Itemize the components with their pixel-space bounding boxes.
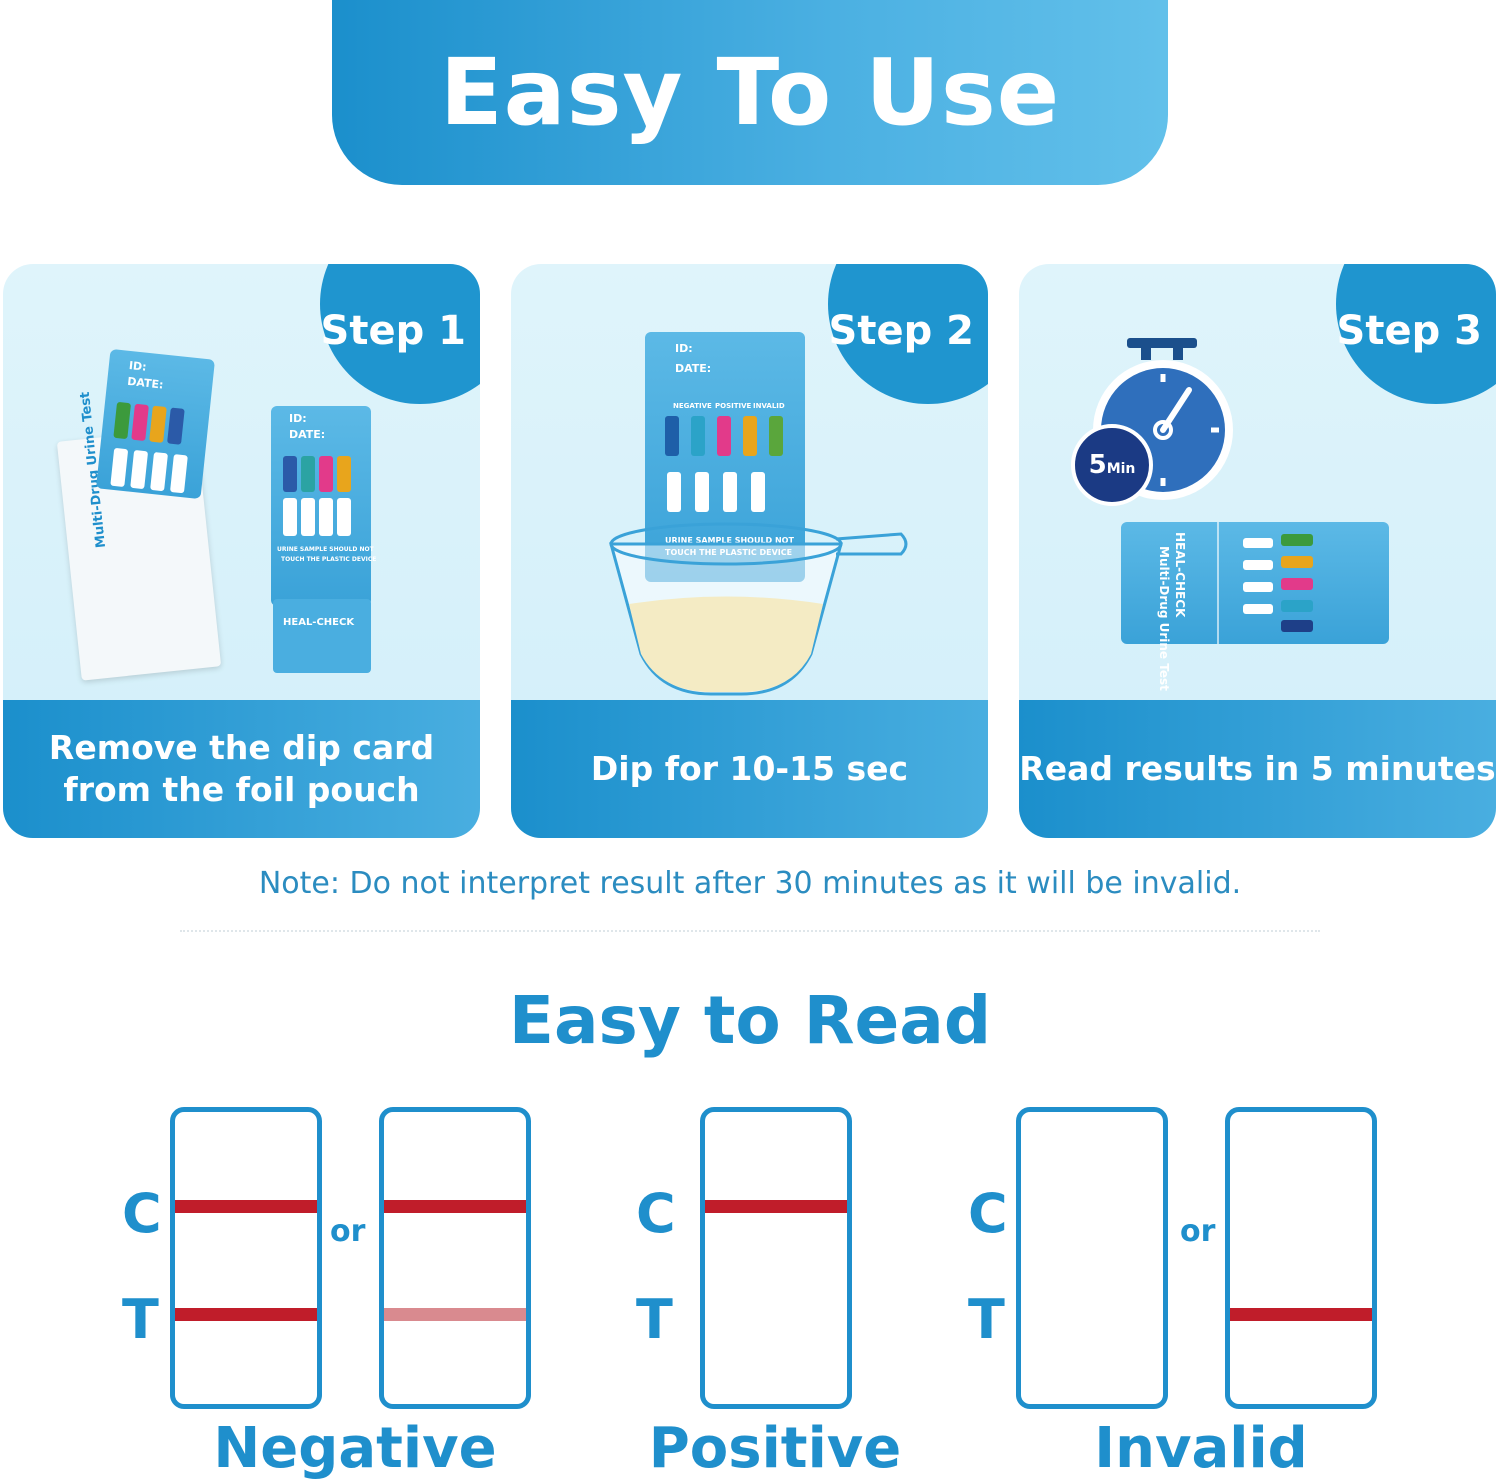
caption-line: Dip for 10-15 sec <box>590 749 909 788</box>
card-package: HEAL-CHECK <box>273 599 371 673</box>
step-badge-label: Step 1 <box>320 308 466 354</box>
faint-test-line <box>384 1308 526 1321</box>
invalid-label: INVALID <box>753 402 785 410</box>
step-caption: Remove the dip card from the foil pouch <box>3 700 480 838</box>
card-date-label: DATE: <box>126 374 165 392</box>
control-line <box>705 1200 847 1213</box>
card-date-label: DATE: <box>289 428 326 441</box>
note-text: Note: Do not interpret result after 30 m… <box>258 866 1242 901</box>
test-line <box>175 1308 317 1321</box>
cassette-negative-b <box>379 1107 531 1409</box>
timer-badge: 5 Min <box>1071 424 1153 506</box>
dip-card-icon: ID: DATE: URINE SAMPLE SHOULD NOT TOUCH … <box>271 406 376 606</box>
urine-cup-icon <box>609 522 908 696</box>
card-id-label: ID: <box>128 358 148 374</box>
t-label: T <box>122 1288 159 1351</box>
c-label: C <box>968 1182 1008 1245</box>
cassette-positive <box>700 1107 852 1409</box>
step-card-1: Step 1 Multi-Drug Urine Test ID: DATE: I… <box>3 264 480 838</box>
read-title: Easy to Read <box>508 982 992 1059</box>
step-badge-label: Step 3 <box>1336 308 1482 354</box>
timer-value: 5 <box>1088 450 1107 480</box>
step-caption: Read results in 5 minutes <box>1019 700 1496 838</box>
caption-line: Read results in 5 minutes <box>1019 749 1496 788</box>
timer-unit: Min <box>1106 461 1136 477</box>
or-label: or <box>1180 1214 1216 1249</box>
control-line <box>175 1200 317 1213</box>
card-id-label: ID: <box>289 412 307 425</box>
control-line <box>384 1200 526 1213</box>
c-label: C <box>122 1182 162 1245</box>
step-card-3: Step 3 5 Min Multi-Drug Urine Test HEAL-… <box>1019 264 1496 838</box>
warning-text: URINE SAMPLE SHOULD NOT <box>665 536 794 545</box>
cassette-negative-a <box>170 1107 322 1409</box>
step-card-2: Step 2 ID: DATE: NEGATIVE POSITIVE INVAL… <box>511 264 988 838</box>
positive-label: POSITIVE <box>715 402 752 410</box>
divider <box>180 930 1320 932</box>
test-line <box>1230 1308 1372 1321</box>
result-label-positive: Positive <box>648 1416 902 1481</box>
card-date-label: DATE: <box>675 362 712 375</box>
brand-label: HEAL-CHECK <box>283 617 355 628</box>
step-caption: Dip for 10-15 sec <box>511 700 988 838</box>
dip-card-icon: ID: DATE: <box>95 348 216 500</box>
t-label: T <box>636 1288 673 1351</box>
cassette-invalid-b <box>1225 1107 1377 1409</box>
brand-label: HEAL-CHECK <box>1173 532 1187 618</box>
c-label: C <box>636 1182 676 1245</box>
cassette-invalid-a <box>1016 1107 1168 1409</box>
warning-text: TOUCH THE PLASTIC DEVICE <box>281 556 377 563</box>
result-label-invalid: Invalid <box>1094 1416 1308 1481</box>
hero-banner: Easy To Use <box>332 0 1168 185</box>
negative-label: NEGATIVE <box>673 402 712 410</box>
caption-line: from the foil pouch <box>63 770 420 809</box>
warning-text: URINE SAMPLE SHOULD NOT <box>277 546 374 553</box>
card-id-label: ID: <box>675 342 693 355</box>
caption-line: Remove the dip card <box>48 728 435 767</box>
step-badge-label: Step 2 <box>828 308 974 354</box>
page-title: Easy To Use <box>439 39 1061 146</box>
t-label: T <box>968 1288 1005 1351</box>
or-label: or <box>330 1214 366 1249</box>
result-label-negative: Negative <box>213 1416 497 1481</box>
card-text: Multi-Drug Urine Test <box>1157 546 1171 691</box>
dip-card-icon: Multi-Drug Urine Test HEAL-CHECK <box>1121 522 1389 691</box>
